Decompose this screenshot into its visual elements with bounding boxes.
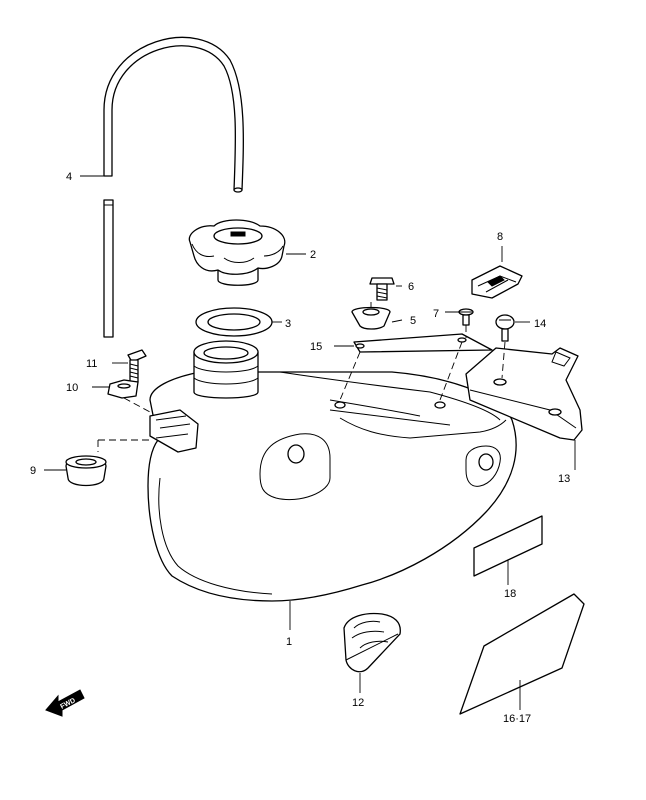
callout-8: 8 [497,231,503,243]
part-9-cushion [65,455,107,487]
callout-13: 13 [558,473,570,485]
callout-labels: 4 2 3 1 5 6 7 8 14 15 13 11 10 9 12 18 1… [30,171,570,725]
callout-5: 5 [410,315,416,327]
callout-16-17: 16·17 [503,713,531,725]
callout-18: 18 [504,588,516,600]
callout-4: 4 [66,171,72,183]
callout-15: 15 [310,341,322,353]
fwd-label: FWD [59,697,76,711]
part-1-fuel-tank [147,340,517,602]
part-2-fuel-cap [188,219,286,286]
callout-10: 10 [66,382,78,394]
part-16-17-label [459,593,585,715]
part-12-cushion-pad [343,612,401,673]
callout-7: 7 [433,308,439,320]
part-11-bolt [127,349,147,383]
callout-14: 14 [534,318,546,330]
callout-12: 12 [352,697,364,709]
part-7-screw [458,308,474,326]
part-4-breather-hose [103,36,244,338]
part-3-cap-gasket [195,307,273,337]
part-15-plate [353,333,493,353]
callout-9: 9 [30,465,36,477]
part-14-screw [495,314,515,342]
leader-lines [44,175,576,710]
part-13-bracket [465,347,583,441]
callout-1: 1 [286,636,292,648]
part-10-nut [107,379,139,399]
callout-6: 6 [408,281,414,293]
callout-11: 11 [86,358,97,370]
part-18-label [473,515,543,577]
part-5-collar [351,306,391,330]
part-6-bolt [369,277,395,301]
fwd-arrow-icon: FWD [45,689,85,717]
callout-2: 2 [310,249,316,261]
part-8-clamp [471,265,523,299]
callout-3: 3 [285,318,291,330]
